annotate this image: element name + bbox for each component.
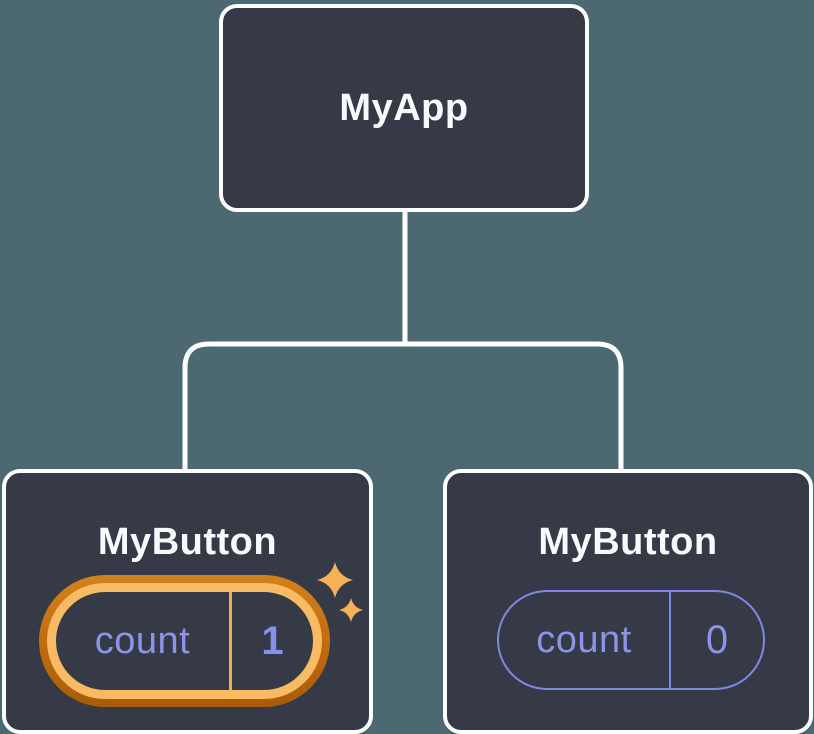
state-pill-plain: count 0	[497, 590, 765, 690]
state-name-label: count	[536, 618, 632, 661]
state-pill-body: count 1	[56, 592, 313, 690]
root-node-myapp: MyApp	[219, 4, 589, 212]
state-name-label: count	[94, 619, 191, 662]
state-name-cell: count	[56, 592, 229, 690]
connector-branch	[182, 341, 624, 471]
child-node-mybutton-right: MyButton count 0	[443, 469, 813, 734]
child-node-label: MyButton	[97, 521, 278, 563]
state-pill-highlighted: count 1	[39, 575, 330, 707]
child-node-label: MyButton	[538, 521, 718, 563]
state-value-label: 1	[261, 618, 284, 663]
state-name-cell: count	[499, 592, 669, 688]
pill-divider	[229, 592, 232, 690]
state-value-cell: 0	[671, 592, 763, 688]
pill-divider	[669, 592, 671, 688]
child-node-mybutton-left: MyButton count 1	[2, 469, 373, 734]
sparkle-icon	[317, 562, 363, 622]
highlight-ring-inner: count 1	[47, 583, 322, 699]
state-value-label: 0	[705, 617, 729, 662]
root-node-label: MyApp	[339, 86, 469, 129]
highlight-ring-outer: count 1	[39, 575, 330, 707]
state-value-cell: 1	[232, 592, 313, 690]
